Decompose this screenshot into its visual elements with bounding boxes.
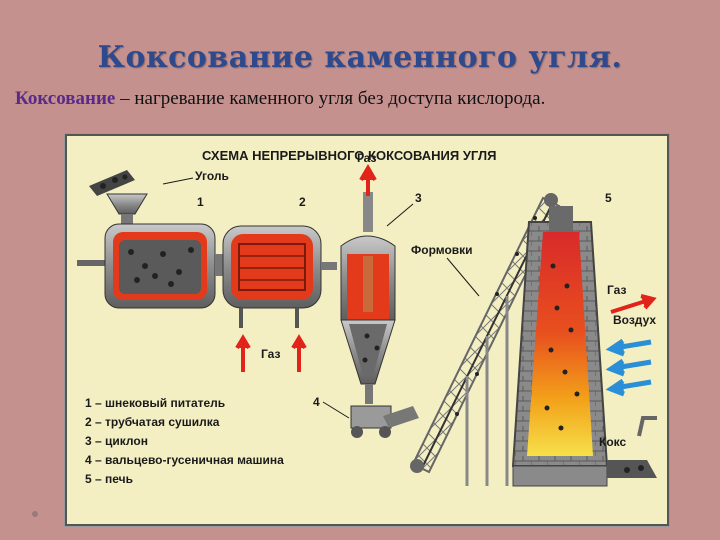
screw-feeder (77, 223, 216, 309)
cyclone (340, 192, 396, 404)
number-3: 3 (415, 191, 422, 205)
shaft-furnace (511, 206, 657, 487)
coking-scheme-diagram: СХЕМА НЕПРЕРЫВНОГО КОКСОВАНИЯ УГЛЯ Уголь… (65, 134, 669, 526)
legend-item: 2 – трубчатая сушилка (85, 415, 220, 429)
air-arrow-1 (605, 338, 652, 357)
gas-right-label: Газ (607, 283, 626, 297)
legend-item: 1 – шнековый питатель (85, 396, 226, 410)
coke-label: Кокс (599, 435, 627, 449)
forms-label: Формовки (411, 243, 473, 257)
legend-item: 4 – вальцево-гусеничная машина (85, 453, 284, 467)
gas-bottom-label: Газ (261, 347, 280, 361)
number-4: 4 (313, 395, 320, 409)
coal-hopper (89, 170, 148, 226)
definition-text: – нагревание каменного угля без доступа … (115, 88, 546, 109)
legend-item: 5 – печь (85, 472, 133, 486)
number-5: 5 (605, 191, 612, 205)
number-2: 2 (299, 195, 306, 209)
diagram-legend: 1 – шнековый питатель 2 – трубчатая суши… (85, 394, 284, 489)
air-arrow-3 (605, 378, 652, 397)
number-1: 1 (197, 195, 204, 209)
scheme-svg: СХЕМА НЕПРЕРЫВНОГО КОКСОВАНИЯ УГЛЯ Уголь… (77, 148, 657, 487)
legend-item: 3 – циклон (85, 434, 148, 448)
tubular-dryer (215, 225, 337, 328)
air-arrow-2 (605, 358, 652, 377)
gas-top-label: Газ (357, 151, 376, 165)
diagram-heading: СХЕМА НЕПРЕРЫВНОГО КОКСОВАНИЯ УГЛЯ (202, 148, 496, 163)
definition-line: Коксование – нагревание каменного угля б… (15, 88, 715, 110)
page-title: Коксование каменного угля. (97, 40, 623, 75)
roller-belt-machine (350, 405, 419, 438)
slide-bullet (32, 511, 38, 517)
air-label: Воздух (613, 313, 656, 327)
definition-term: Коксование (15, 88, 116, 109)
coal-label: Уголь (195, 169, 229, 183)
